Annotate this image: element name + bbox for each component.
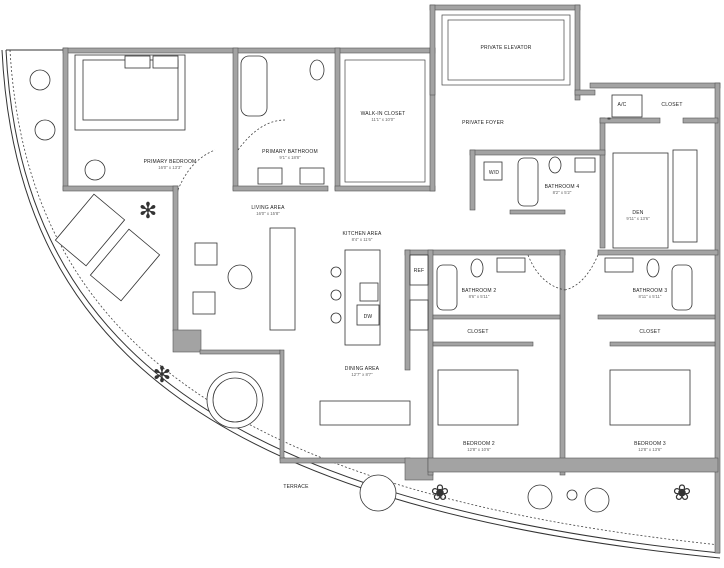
chair [84, 159, 106, 181]
elevator-shaft [441, 14, 571, 86]
label-primary-bathroom: PRIMARY BATHROOM [262, 149, 318, 155]
label-bathroom3: BATHROOM 3 [633, 288, 668, 294]
bathtub [240, 55, 268, 117]
bed [437, 369, 519, 426]
dim-dining: 12'7" x 8'7" [351, 372, 373, 377]
dim-bathroom3: 8'11" x 5'11" [639, 294, 662, 299]
closet-rack [344, 59, 426, 183]
ac-unit [611, 94, 643, 118]
label-closet3: CLOSET [639, 329, 660, 335]
terrace-furniture: ✻ ✻ ❀ ❀ [29, 69, 691, 513]
dim-bedroom2: 12'8" x 10'6" [467, 447, 491, 452]
sink [604, 257, 634, 273]
primary-bed [74, 54, 186, 131]
label-private-elevator: PRIVATE ELEVATOR [480, 45, 531, 51]
svg-text:✻: ✻ [139, 198, 157, 223]
kitchen-island [330, 249, 429, 346]
bathtub [517, 157, 539, 207]
dim-living: 16'0" x 15'8" [256, 211, 280, 216]
terrace-edge [1, 49, 721, 559]
label-dining: DINING AREA [345, 366, 380, 372]
walls [62, 4, 721, 554]
dim-walk-in-closet: 11'1" x 10'0" [371, 117, 395, 122]
bathtub [671, 264, 693, 311]
dim-kitchen: 8'4" x 11'6" [352, 237, 373, 242]
svg-text:✻: ✻ [153, 362, 171, 387]
label-private-foyer: PRIVATE FOYER [462, 120, 504, 126]
toilet [309, 59, 325, 81]
toilet [646, 258, 660, 278]
label-terrace: TERRACE [283, 484, 309, 490]
living-furniture [192, 227, 296, 331]
dim-primary-bedroom: 16'0" x 13'3" [158, 165, 182, 170]
sink [574, 157, 596, 173]
label-ref: REF [414, 268, 425, 274]
svg-text:❀: ❀ [673, 480, 691, 505]
label-dw: DW [364, 314, 373, 320]
sink [299, 167, 325, 185]
label-primary-bedroom: PRIMARY BEDROOM [144, 159, 197, 165]
dim-primary-bathroom: 9'1" x 18'8" [279, 155, 301, 160]
label-bedroom3: BEDROOM 3 [634, 441, 666, 447]
label-closet-den: CLOSET [661, 102, 682, 108]
den-shelf [672, 149, 698, 243]
dim-bathroom4: 8'2" x 5'2" [553, 190, 572, 195]
label-bedroom2: BEDROOM 2 [463, 441, 495, 447]
toilet [548, 156, 562, 174]
label-den: DEN [632, 210, 643, 216]
label-closet2: CLOSET [467, 329, 488, 335]
label-bathroom2: BATHROOM 2 [462, 288, 497, 294]
dining-table [319, 400, 411, 426]
bathtub [436, 264, 458, 311]
washer-dryer [483, 161, 503, 181]
dim-den: 9'11" x 13'6" [626, 216, 650, 221]
toilet [470, 258, 484, 278]
label-wd: W/D [489, 170, 500, 176]
bed [609, 369, 691, 426]
dim-bathroom2: 8'6" x 5'11" [469, 294, 490, 299]
dim-bedroom3: 12'8" x 13'6" [638, 447, 662, 452]
den-desk [612, 152, 669, 249]
label-bathroom4: BATHROOM 4 [545, 184, 580, 190]
label-kitchen: KITCHEN AREA [342, 231, 382, 237]
sink [257, 167, 283, 185]
room-labels: PRIMARY BEDROOM 16'0" x 13'3" PRIMARY BA… [144, 45, 683, 490]
label-living: LIVING AREA [251, 205, 285, 211]
label-walk-in-closet: WALK-IN CLOSET [361, 111, 406, 117]
sink [496, 257, 526, 273]
label-ac: A/C [618, 102, 627, 108]
svg-text:❀: ❀ [431, 480, 449, 505]
